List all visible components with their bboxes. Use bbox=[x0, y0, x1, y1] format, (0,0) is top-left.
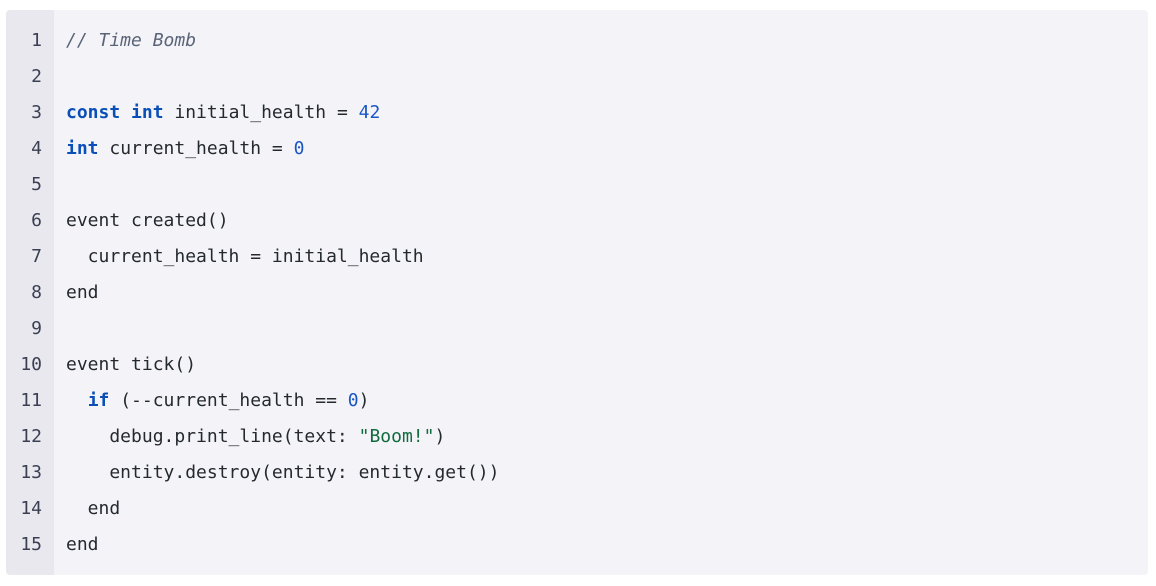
line-number: 8 bbox=[31, 282, 42, 303]
line-number: 11 bbox=[20, 390, 42, 411]
line-number: 13 bbox=[20, 462, 42, 483]
code-line bbox=[66, 59, 1148, 95]
code-line: event created() bbox=[66, 203, 1148, 239]
line-number: 1 bbox=[31, 30, 42, 51]
code-line bbox=[66, 167, 1148, 203]
code-token-plain: current_health = bbox=[98, 138, 294, 159]
line-number: 15 bbox=[20, 534, 42, 555]
code-line: const int initial_health = 42 bbox=[66, 95, 1148, 131]
code-token-plain: current_health = initial_health bbox=[66, 246, 424, 267]
line-number: 4 bbox=[31, 138, 42, 159]
code-line: end bbox=[66, 527, 1148, 563]
code-token-keyword: int bbox=[131, 102, 164, 123]
line-number: 5 bbox=[31, 174, 42, 195]
code-token-plain: event created() bbox=[66, 210, 229, 231]
line-number: 14 bbox=[20, 498, 42, 519]
code-token-keyword: const bbox=[66, 102, 121, 123]
code-content: // Time Bomb const int initial_health = … bbox=[54, 10, 1148, 575]
code-line bbox=[66, 311, 1148, 347]
line-number: 2 bbox=[31, 66, 42, 87]
code-token-string: "Boom!" bbox=[358, 426, 435, 447]
line-number: 3 bbox=[31, 102, 42, 123]
code-line: int current_health = 0 bbox=[66, 131, 1148, 167]
code-token-comment: // Time Bomb bbox=[66, 30, 197, 51]
line-number: 12 bbox=[20, 426, 42, 447]
code-line: event tick() bbox=[66, 347, 1148, 383]
code-token-plain: end bbox=[66, 498, 121, 519]
code-line: current_health = initial_health bbox=[66, 239, 1148, 275]
code-token-number: 42 bbox=[358, 102, 381, 123]
code-token-keyword: int bbox=[66, 138, 99, 159]
code-line: end bbox=[66, 275, 1148, 311]
code-token-plain: end bbox=[66, 534, 99, 555]
code-line: if (--current_health == 0) bbox=[66, 383, 1148, 419]
code-line: debug.print_line(text: "Boom!") bbox=[66, 419, 1148, 455]
line-number: 10 bbox=[20, 354, 42, 375]
code-token-plain: debug.print_line(text: bbox=[66, 426, 359, 447]
line-number: 6 bbox=[31, 210, 42, 231]
code-token-plain: event tick() bbox=[66, 354, 197, 375]
code-token-keyword: if bbox=[87, 390, 110, 411]
line-number: 7 bbox=[31, 246, 42, 267]
code-token-plain bbox=[120, 102, 131, 123]
line-number: 9 bbox=[31, 318, 42, 339]
code-token-plain: end bbox=[66, 282, 99, 303]
code-token-plain: (--current_health == bbox=[109, 390, 348, 411]
code-token-plain: initial_health = bbox=[163, 102, 359, 123]
code-token-number: 0 bbox=[347, 390, 359, 411]
code-token-plain bbox=[66, 390, 88, 411]
code-token-plain: entity.destroy(entity: entity.get()) bbox=[66, 462, 500, 483]
code-token-number: 0 bbox=[293, 138, 305, 159]
code-line: end bbox=[66, 491, 1148, 527]
code-line: // Time Bomb bbox=[66, 23, 1148, 59]
code-line: entity.destroy(entity: entity.get()) bbox=[66, 455, 1148, 491]
code-token-plain: ) bbox=[434, 426, 446, 447]
code-token-plain: ) bbox=[358, 390, 370, 411]
